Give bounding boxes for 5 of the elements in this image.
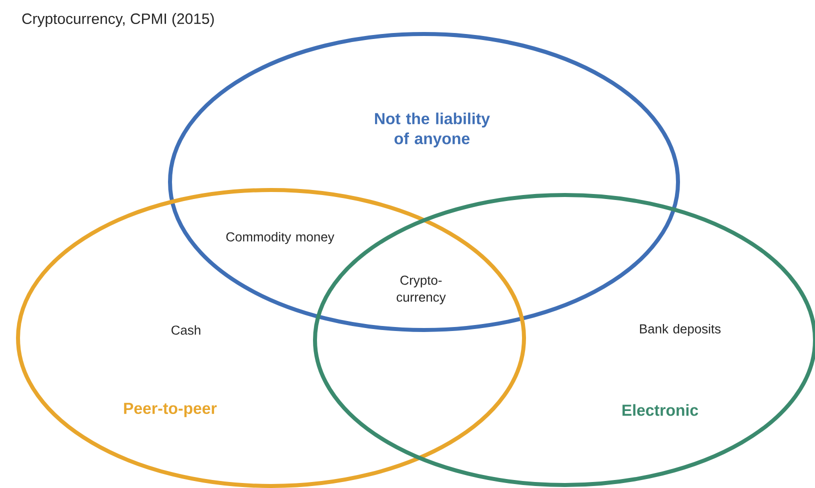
region-label: Commodity money (226, 232, 334, 244)
region-label: Crypto-currency (396, 276, 446, 304)
title: Cryptocurrency, CPMI (2015) (22, 13, 214, 27)
region-label: Cash (172, 325, 200, 335)
region-label: Bank deposits (640, 324, 721, 336)
